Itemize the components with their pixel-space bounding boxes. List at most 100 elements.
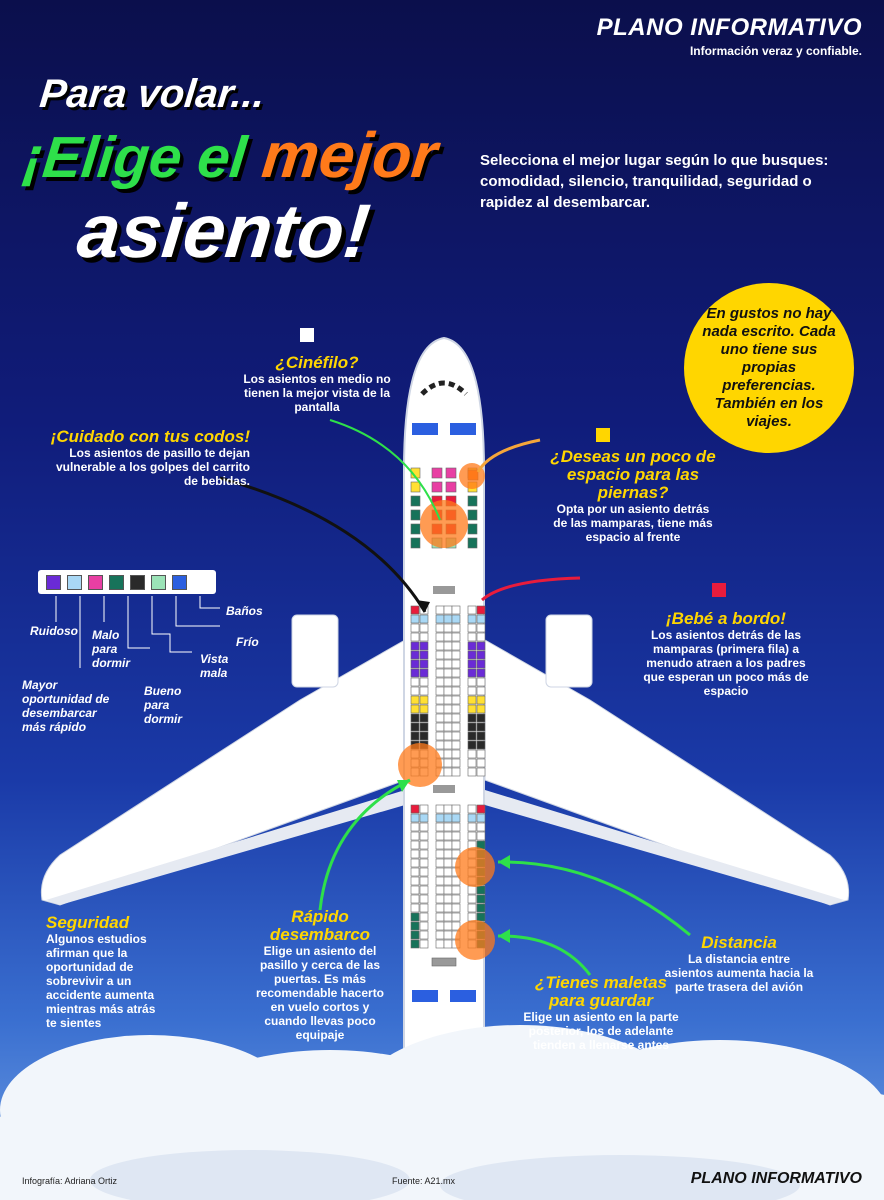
- seat: [410, 912, 420, 922]
- seat: [467, 509, 478, 521]
- intro-text: Selecciona el mejor lugar según lo que b…: [480, 152, 829, 211]
- seat: [435, 614, 445, 624]
- seat: [476, 767, 486, 777]
- seat: [476, 758, 486, 768]
- seat: [443, 849, 453, 859]
- brand-name: PLANO INFORMATIVO: [596, 14, 862, 41]
- seat: [410, 876, 420, 886]
- seat: [451, 632, 461, 642]
- seat: [435, 804, 445, 814]
- annotation-cinefilo: ¿Cinéfilo? Los asientos en medio no tien…: [232, 354, 402, 415]
- seat: [443, 804, 453, 814]
- seat: [467, 659, 477, 669]
- seat: [467, 912, 477, 922]
- seat: [410, 677, 420, 687]
- seat: [410, 885, 420, 895]
- seat: [476, 695, 486, 705]
- seat: [435, 831, 445, 841]
- seat: [419, 659, 429, 669]
- seat: [443, 731, 453, 741]
- seat: [451, 767, 461, 777]
- seat: [476, 668, 486, 678]
- seat: [419, 840, 429, 850]
- seat: [431, 481, 443, 493]
- seat: [451, 921, 461, 931]
- seat: [410, 523, 421, 535]
- annotation-seguridad: Seguridad Algunos estudios afirman que l…: [46, 914, 166, 1031]
- seat: [410, 731, 420, 741]
- seat: [410, 894, 420, 904]
- seat: [467, 894, 477, 904]
- legend-swatch-ruidoso: [46, 574, 61, 590]
- seat: [435, 659, 445, 669]
- seat: [476, 650, 486, 660]
- seat: [443, 858, 453, 868]
- seat: [467, 677, 477, 687]
- seat: [467, 831, 477, 841]
- legend-label-vista-mala: Vista mala: [200, 652, 229, 680]
- seat: [419, 930, 429, 940]
- legend-swatch-desembarcar: [67, 574, 82, 590]
- legend-swatch-banos: [172, 574, 187, 590]
- seat: [467, 686, 477, 696]
- seat: [419, 686, 429, 696]
- seat: [443, 713, 453, 723]
- brand-header: PLANO INFORMATIVO Información veraz y co…: [597, 14, 862, 58]
- seat: [467, 704, 477, 714]
- seat: [410, 867, 420, 877]
- seat: [410, 822, 420, 832]
- annotation-codos: ¡Cuidado con tus codos! Los asientos de …: [40, 428, 250, 489]
- seat: [419, 939, 429, 949]
- seat: [451, 894, 461, 904]
- seat: [443, 749, 453, 759]
- seat: [467, 749, 477, 759]
- seat: [435, 695, 445, 705]
- arrow-distancia: [497, 860, 691, 937]
- legend-lines: [55, 596, 220, 668]
- seat: [435, 650, 445, 660]
- seat: [419, 623, 429, 633]
- seat: [467, 695, 477, 705]
- seat: [467, 731, 477, 741]
- brand-tagline: Información veraz y confiable.: [689, 44, 862, 58]
- marker-cinefilo: [300, 328, 314, 342]
- rapido-text: Elige un asiento del pasillo y cerca de …: [255, 944, 385, 1042]
- distancia-text: La distancia entre asientos aumenta haci…: [664, 952, 814, 994]
- seat: [443, 614, 453, 624]
- seat: [435, 939, 445, 949]
- seat: [467, 903, 477, 913]
- highlight-baggage: [455, 920, 495, 960]
- seat: [435, 867, 445, 877]
- right-engine: [545, 614, 593, 688]
- seat: [419, 713, 429, 723]
- seat: [443, 930, 453, 940]
- seat: [443, 912, 453, 922]
- seat: [435, 813, 445, 823]
- seat: [476, 641, 486, 651]
- seat: [467, 623, 477, 633]
- seat: [476, 722, 486, 732]
- seat: [451, 713, 461, 723]
- seat: [451, 840, 461, 850]
- seat: [435, 668, 445, 678]
- seat: [467, 767, 477, 777]
- seat: [445, 467, 457, 479]
- seat: [410, 722, 420, 732]
- seat: [451, 605, 461, 615]
- seat: [443, 650, 453, 660]
- legend-label-banos: Baños: [226, 604, 263, 618]
- seat: [410, 840, 420, 850]
- seat: [435, 849, 445, 859]
- seat: [467, 813, 477, 823]
- seat: [467, 537, 478, 549]
- seat: [419, 614, 429, 624]
- seat: [419, 731, 429, 741]
- legend-swatch-malo-dormir: [88, 574, 103, 590]
- seat: [467, 650, 477, 660]
- legend-swatches: [38, 570, 216, 594]
- seat: [476, 822, 486, 832]
- legend-label-ruidoso: Ruidoso: [30, 624, 78, 638]
- seat: [410, 650, 420, 660]
- seat: [467, 713, 477, 723]
- footer-source: Fuente: A21.mx: [392, 1176, 456, 1186]
